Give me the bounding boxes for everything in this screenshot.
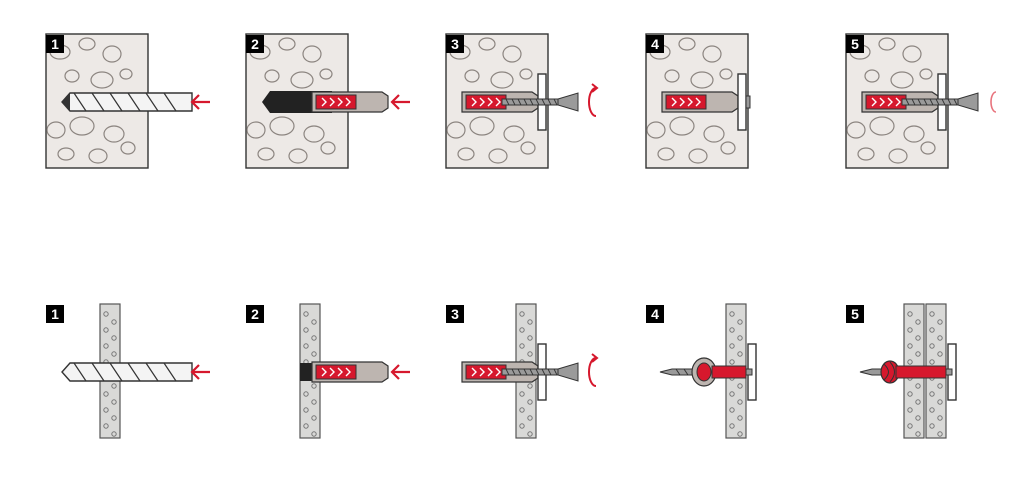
rotate-clockwise-icon xyxy=(588,353,599,387)
knotted-plug xyxy=(880,360,947,384)
step-panel-concrete-4: 4 xyxy=(642,30,822,172)
concrete-wall-expanded-plug-illustration xyxy=(645,33,751,169)
step-number-badge: 1 xyxy=(46,35,64,53)
step-panel-board-4: 4 xyxy=(642,300,822,442)
board-drill-illustration xyxy=(61,303,210,439)
concrete-wall-plug-illustration xyxy=(245,33,410,169)
step-panel-concrete-1: 1 xyxy=(42,30,222,172)
arrow-left-icon xyxy=(190,94,210,110)
knotted-plug xyxy=(691,357,747,387)
step-panel-concrete-5: 5 xyxy=(842,30,1022,172)
step-number-badge: 3 xyxy=(446,305,464,323)
step-number-badge: 3 xyxy=(446,35,464,53)
fixture-plate xyxy=(737,73,747,131)
screw-icon xyxy=(501,92,579,112)
step-panel-board-3: 3 xyxy=(442,300,622,442)
step-panel-concrete-2: 2 xyxy=(242,30,422,172)
step-number-badge: 5 xyxy=(846,305,864,323)
screw-icon xyxy=(501,362,579,382)
arrow-left-icon xyxy=(390,364,410,380)
concrete-wall-screw-illustration xyxy=(445,33,599,169)
wall-plug-icon xyxy=(461,361,539,383)
step-number-badge: 2 xyxy=(246,305,264,323)
concrete-wall-drill-illustration xyxy=(45,33,210,169)
screw-head xyxy=(745,95,751,109)
step-number-badge: 1 xyxy=(46,305,64,323)
step-panel-board-2: 2 xyxy=(242,300,422,442)
step-panel-board-5: 5 xyxy=(842,300,1022,442)
step-panel-board-1: 1 xyxy=(42,300,222,442)
rotate-clockwise-icon xyxy=(990,91,997,113)
arrow-left-icon xyxy=(390,94,410,110)
step-number-badge: 4 xyxy=(646,305,664,323)
step-panel-concrete-3: 3 xyxy=(442,30,622,172)
board-tight-knot-illustration xyxy=(859,303,957,439)
drill-hole xyxy=(300,363,312,381)
wall-plug-icon xyxy=(461,91,539,113)
board-plug-illustration xyxy=(299,303,410,439)
wall-plug-icon xyxy=(311,91,389,113)
screw-icon xyxy=(901,92,979,112)
wall-plug-icon xyxy=(661,91,739,113)
board-screw-illustration xyxy=(461,303,599,439)
wall-plug-icon xyxy=(861,91,939,113)
step-number-badge: 5 xyxy=(846,35,864,53)
board-knot-illustration xyxy=(659,303,757,439)
step-number-badge: 2 xyxy=(246,35,264,53)
arrow-left-icon xyxy=(190,364,210,380)
wall-plug-icon xyxy=(311,361,389,383)
rotate-clockwise-icon xyxy=(588,83,599,117)
concrete-wall-final-screw-illustration xyxy=(845,33,997,169)
drill-bit-icon xyxy=(61,92,193,112)
step-number-badge: 4 xyxy=(646,35,664,53)
drill-bit-icon xyxy=(61,362,193,382)
